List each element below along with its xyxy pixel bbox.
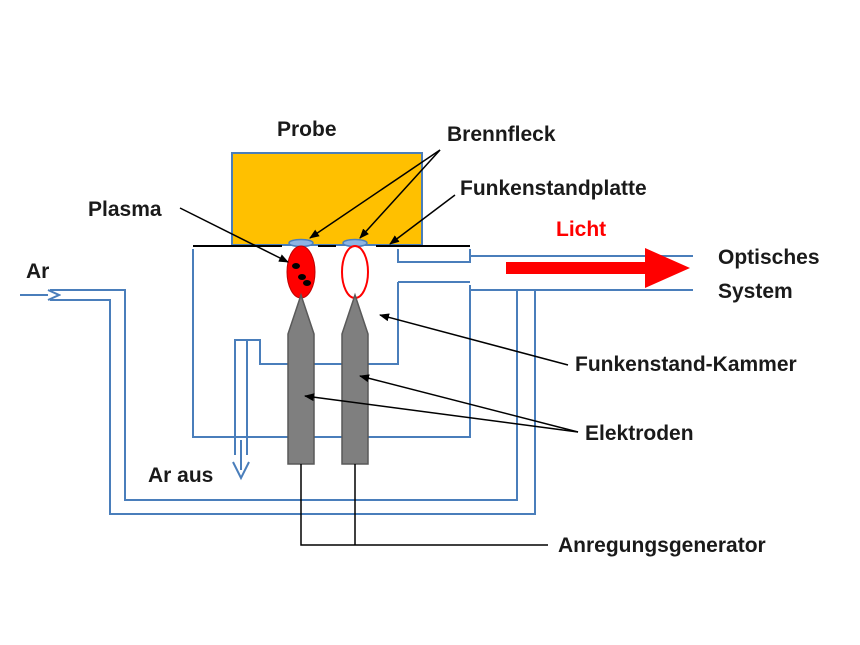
plasma [286, 245, 316, 299]
label-probe: Probe [277, 118, 337, 141]
label-funkenstand-kammer: Funkenstand-Kammer [575, 353, 797, 376]
electrode-right [341, 292, 369, 465]
burn-spot-left [288, 238, 314, 248]
plasma-particle [298, 274, 306, 280]
plasma-particle [303, 280, 311, 286]
argon-inlet-pipe-inner [50, 289, 693, 515]
plasma-pointer [179, 207, 289, 263]
brennfleck-pointer-1 [309, 149, 441, 239]
label-plasma: Plasma [88, 198, 162, 221]
electrode-pointer-2 [359, 374, 579, 433]
label-anregungsgenerator: Anregungsgenerator [558, 534, 766, 557]
electrode-pointer-1 [304, 393, 579, 433]
label-ar-in: Ar [26, 260, 49, 283]
label-system: System [718, 280, 793, 303]
argon-inlet-pipe-outer [50, 289, 518, 501]
label-elektroden: Elektroden [585, 422, 694, 445]
chamber-inner-channel [234, 282, 399, 455]
light-channel-top [397, 249, 471, 263]
chamber-outer-wall [192, 249, 471, 438]
label-optisches: Optisches [718, 246, 820, 269]
spark-outline [341, 245, 369, 299]
label-funkenstandplatte: Funkenstandplatte [460, 177, 647, 200]
generator-wire [300, 464, 548, 546]
electrode-left [287, 292, 315, 465]
label-licht: Licht [556, 218, 606, 241]
label-ar-out: Ar aus [148, 464, 213, 487]
chamber-pointer [379, 313, 569, 366]
brennfleck-pointer-2 [359, 149, 441, 239]
sample-block [231, 152, 423, 246]
argon-outlet-arrow [232, 440, 250, 481]
label-brennfleck: Brennfleck [447, 123, 556, 146]
plasma-particle [292, 263, 300, 269]
plate-pointer [389, 194, 456, 245]
light-arrow [506, 248, 690, 288]
